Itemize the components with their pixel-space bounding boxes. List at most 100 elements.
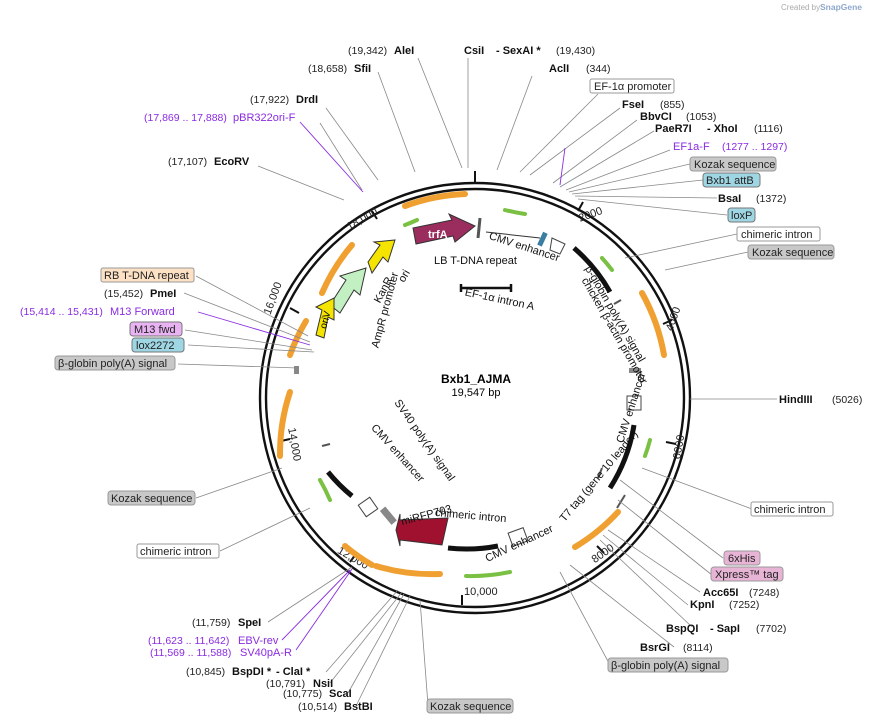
- green-arc-6: [403, 218, 419, 227]
- xpress-label: Xpress™ tag: [715, 569, 779, 581]
- xpress-box: [710, 566, 784, 582]
- sv40pa-label: SV40pA-R: [240, 647, 292, 659]
- tick-4000: 4000: [664, 305, 684, 332]
- sapi-label: - SapI: [710, 623, 740, 635]
- drdi-label: DrdI: [296, 94, 318, 106]
- bbvci-label: BbvCI: [640, 111, 672, 123]
- kozak2-label: Kozak sequence: [752, 247, 833, 259]
- paer7i-label: PaeR7I: [655, 123, 692, 135]
- green-arc-4: [643, 438, 652, 458]
- loxp-box: [727, 207, 756, 223]
- bsrgi-label: BsrGI: [640, 642, 670, 654]
- t7-tag: T7 tag (gene 10 leader): [558, 429, 641, 525]
- attb-label: Bxb1 attB: [706, 175, 754, 187]
- xhoi-label: - XhoI: [707, 123, 738, 135]
- acli-pos: (344): [586, 63, 611, 75]
- sexai-pos: (19,430): [556, 45, 595, 57]
- plasmid-name: Bxb1_AJMA: [441, 372, 511, 386]
- ef1a-label: EF-1α promoter: [594, 81, 672, 93]
- plasmid-size: 19,547 bp: [452, 387, 501, 399]
- oriv-arrow: [314, 297, 335, 339]
- chicken-actin-promoter: chicken β-actin promoter: [579, 276, 650, 387]
- inner-features: trfA oriV: [294, 212, 642, 552]
- green-arc-5: [318, 478, 332, 502]
- chim1-box: [736, 226, 821, 242]
- lb-tdna-repeat: LB T-DNA repeat: [434, 255, 517, 267]
- green-arc-2: [503, 208, 527, 216]
- xhoi-pos: (1116): [754, 123, 783, 135]
- sfii-pos: (18,658): [308, 63, 347, 75]
- bglobin2-box: [607, 657, 729, 673]
- kozak2-box: [747, 244, 835, 260]
- alei-label: AleI: [394, 45, 414, 57]
- bsai-pos: (1372): [756, 193, 786, 205]
- bbvci-pos: (1053): [686, 111, 716, 123]
- orange-arc-8: [572, 509, 621, 550]
- bspqi-label: BspQI: [666, 623, 698, 635]
- m13fwd-label: M13 fwd: [134, 324, 176, 336]
- leader-lines: [177, 57, 777, 707]
- ef1af-label: EF1a-F: [673, 141, 710, 153]
- ef1a-intron: EF-1α intron A: [464, 287, 536, 314]
- ebv-label: EBV-rev: [238, 635, 279, 647]
- sapi-pos: (7702): [756, 623, 786, 635]
- kozak1-label: Kozak sequence: [694, 159, 775, 171]
- chim3-label: chimeric intron: [140, 546, 212, 558]
- csi-label: CsiI: [464, 45, 484, 57]
- bglobin1-box: [54, 355, 176, 371]
- snapgene-logo: SnapGene: [820, 2, 862, 12]
- chim3-box: [136, 543, 220, 559]
- bstbi-label: BstBI: [344, 701, 373, 713]
- green-arc-3: [600, 256, 614, 272]
- hindiii-label: HindIII: [779, 394, 813, 406]
- ef1a-box: [589, 78, 675, 94]
- orange-arc-6: [373, 563, 443, 578]
- ori-label: ori: [396, 268, 413, 285]
- bspdi-label: BspDI *: [232, 666, 272, 678]
- orange-arc-4: [276, 389, 293, 459]
- kanr-arrow: [329, 267, 367, 314]
- kozak4-box: [426, 698, 514, 714]
- pmei-label: PmeI: [150, 288, 176, 300]
- acli-label: AclI: [549, 63, 569, 75]
- spei-pos: (11,759): [192, 617, 230, 629]
- tick-10000: 10,000: [464, 586, 498, 598]
- mirfp-arrow: [395, 513, 449, 547]
- loxp-label: loxP: [731, 210, 752, 222]
- orange-arc-5: [342, 543, 375, 568]
- his-label: 6xHis: [728, 553, 756, 565]
- ori-arrow: [367, 239, 396, 275]
- bsrgi-pos: (8114): [683, 642, 713, 654]
- clai-label: - ClaI *: [276, 666, 311, 678]
- bglobin1-label: β-globin poly(A) signal: [58, 358, 167, 370]
- m13f-label: M13 Forward: [110, 306, 175, 318]
- credit-label: Created by: [781, 3, 820, 12]
- fsei-pos: (855): [660, 99, 685, 111]
- left-labels: (19,342) AleI (18,658) SfiI (17,922) Drd…: [20, 45, 514, 714]
- rb-box: [100, 267, 195, 283]
- tick-6000: 6000: [671, 434, 687, 460]
- bspdi-pos: (10,845): [186, 666, 225, 678]
- kozak1-box: [689, 156, 777, 172]
- ebv-pos: (11,623 .. 11,642): [148, 635, 229, 647]
- chim2-box: [750, 501, 834, 517]
- oriv-label: oriV: [318, 310, 333, 330]
- green-arc-1: [464, 570, 512, 579]
- kpni-pos: (7252): [729, 599, 759, 611]
- sv40-polya: SV40 poly(A) signal: [391, 397, 456, 483]
- kozak3-box: [107, 490, 196, 506]
- fsei-label: FseI: [622, 99, 644, 111]
- orange-arc-3: [287, 318, 309, 358]
- hindiii-pos: (5026): [832, 394, 862, 406]
- drdi-pos: (17,922): [250, 94, 289, 106]
- his-box: [723, 550, 761, 566]
- m13f-pos: (15,414 .. 15,431): [20, 306, 103, 318]
- lox2272-box: [131, 337, 185, 353]
- pbr-label: pBR322ori-F: [233, 112, 296, 124]
- orange-arc-2: [319, 242, 355, 296]
- alei-pos: (19,342): [348, 45, 387, 57]
- kpni-label: KpnI: [690, 599, 714, 611]
- attb-box: [702, 172, 761, 188]
- acc65i-label: Acc65I: [703, 587, 738, 599]
